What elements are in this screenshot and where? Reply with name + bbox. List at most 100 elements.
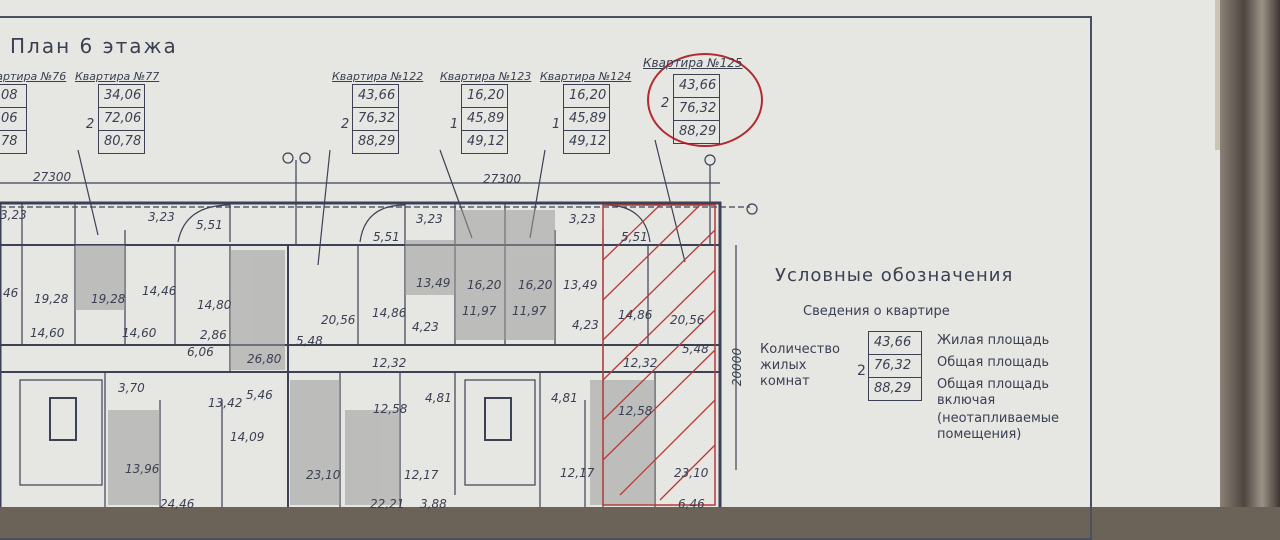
room-area: 4,81 (425, 391, 452, 405)
room-area: 4,81 (551, 391, 578, 405)
apt-122-rooms: 2 (341, 117, 350, 132)
room-area: 5,51 (196, 218, 223, 232)
room-area: 5,51 (621, 230, 648, 244)
room-area: 19,28 (91, 292, 126, 306)
room-area: 20,56 (670, 313, 705, 327)
apt-77-total-incl: 80,78 (104, 134, 142, 149)
room-area: 23,10 (674, 466, 709, 480)
dimension-width-left: 27300 (33, 170, 72, 184)
room-area: 12,32 (623, 356, 658, 370)
room-area: 4,23 (572, 318, 599, 332)
legend-total-incl-label: Общая площадь включая (937, 377, 1050, 408)
apt-123-total-incl: 49,12 (467, 134, 505, 149)
room-area: 2,86 (200, 328, 227, 342)
room-area: 13,49 (563, 278, 598, 292)
apt-122-living: 43,66 (353, 85, 398, 108)
apt-76-total: 06 (0, 108, 26, 131)
apt-label-122: Квартира №122 (332, 70, 424, 83)
room-area: 13,49 (416, 276, 451, 290)
apt-125-total-incl: 88,29 (679, 124, 717, 139)
apt-label-76: Квартира №76 (0, 70, 67, 83)
legend-heading: Условные обозначения (775, 265, 1014, 286)
apt-124-total-incl: 49,12 (569, 134, 607, 149)
apt-77-living: 34,06 (99, 85, 144, 108)
legend-total-incl-value: 88,29 (874, 381, 912, 396)
legend-unheated-label: (неотапливаемые помещения) (937, 411, 1060, 442)
room-area: 12,17 (404, 468, 439, 482)
plan-title: План 6 этажа (10, 34, 178, 58)
room-area: 5,48 (296, 334, 323, 348)
room-area: 13,42 (208, 396, 243, 410)
apt-124-rooms: 1 (552, 117, 561, 132)
room-area: 6,06 (187, 345, 214, 359)
dimension-width-right: 27300 (483, 172, 522, 186)
legend-rooms-value: 2 (857, 363, 866, 379)
apt-122-total: 76,32 (353, 108, 398, 131)
room-area: 26,80 (247, 352, 282, 366)
room-area: 3,23 (416, 212, 443, 226)
apt-124-total: 45,89 (564, 108, 609, 131)
legend-table: 43,66 76,32 88,29 (868, 331, 922, 401)
apt-table-77: 34,06 72,06 80,78 (98, 84, 145, 154)
room-area: 5,51 (373, 230, 400, 244)
background-fabric (1220, 0, 1280, 507)
room-area: 14,09 (230, 430, 265, 444)
legend-subheading: Сведения о квартире (803, 304, 950, 319)
room-area: 14,80 (197, 298, 232, 312)
room-area: 5,46 (246, 388, 273, 402)
apt-125-rooms: 2 (661, 96, 670, 111)
apt-label-124: Квартира №124 (540, 70, 632, 83)
room-area: 3,70 (118, 381, 145, 395)
room-area: 14,60 (30, 326, 65, 340)
apt-77-rooms: 2 (86, 117, 95, 132)
legend-living-value: 43,66 (869, 332, 921, 355)
room-area: 14,46 (142, 284, 177, 298)
room-area: 3,23 (0, 208, 27, 222)
legend-rooms-label: Количество жилых комнат (760, 342, 840, 389)
room-area: 3,23 (148, 210, 175, 224)
apt-123-living: 16,20 (462, 85, 507, 108)
room-area: 16,20 (518, 278, 553, 292)
apt-123-rooms: 1 (450, 117, 459, 132)
room-area: 3,88 (420, 497, 447, 511)
room-area: 14,60 (122, 326, 157, 340)
room-area: 5,48 (682, 342, 709, 356)
dimension-depth: 20000 (730, 347, 745, 387)
room-area: 12,58 (373, 402, 408, 416)
apt-77-total: 72,06 (99, 108, 144, 131)
apt-125-total: 76,32 (674, 98, 719, 121)
room-area: 6,46 (678, 497, 705, 511)
apt-76-living: 08 (0, 85, 26, 108)
apt-label-123: Квартира №123 (440, 70, 532, 83)
room-area: 11,97 (462, 304, 497, 318)
apt-table-125: 43,66 76,32 88,29 (673, 74, 720, 144)
room-area: 12,58 (618, 404, 653, 418)
room-area: 46 (3, 286, 19, 300)
room-area: 4,23 (412, 320, 439, 334)
apt-table-76: 08 06 78 (0, 84, 27, 154)
room-area: 24,46 (160, 497, 195, 511)
apt-table-122: 43,66 76,32 88,29 (352, 84, 399, 154)
apt-table-123: 16,20 45,89 49,12 (461, 84, 508, 154)
apt-125-living: 43,66 (674, 75, 719, 98)
legend-total-label: Общая площадь (937, 355, 1050, 370)
room-area: 23,10 (306, 468, 341, 482)
room-area: 11,97 (512, 304, 547, 318)
apt-label-125: Квартира №125 (643, 56, 743, 70)
floor-plan-drawing (0, 53, 763, 507)
room-area: 19,28 (34, 292, 69, 306)
room-area: 12,32 (372, 356, 407, 370)
apt-label-77: Квартира №77 (75, 70, 160, 83)
room-area: 16,20 (467, 278, 502, 292)
room-area: 3,23 (569, 212, 596, 226)
legend-living-label: Жилая площадь (937, 333, 1050, 348)
room-area: 22,21 (370, 497, 405, 511)
apt-124-living: 16,20 (564, 85, 609, 108)
room-area: 14,86 (372, 306, 407, 320)
apt-123-total: 45,89 (462, 108, 507, 131)
room-area: 13,96 (125, 462, 160, 476)
apt-table-124: 16,20 45,89 49,12 (563, 84, 610, 154)
legend-total-value: 76,32 (869, 355, 921, 378)
apt-76-total-incl: 78 (1, 134, 18, 149)
apt-122-total-incl: 88,29 (358, 134, 396, 149)
